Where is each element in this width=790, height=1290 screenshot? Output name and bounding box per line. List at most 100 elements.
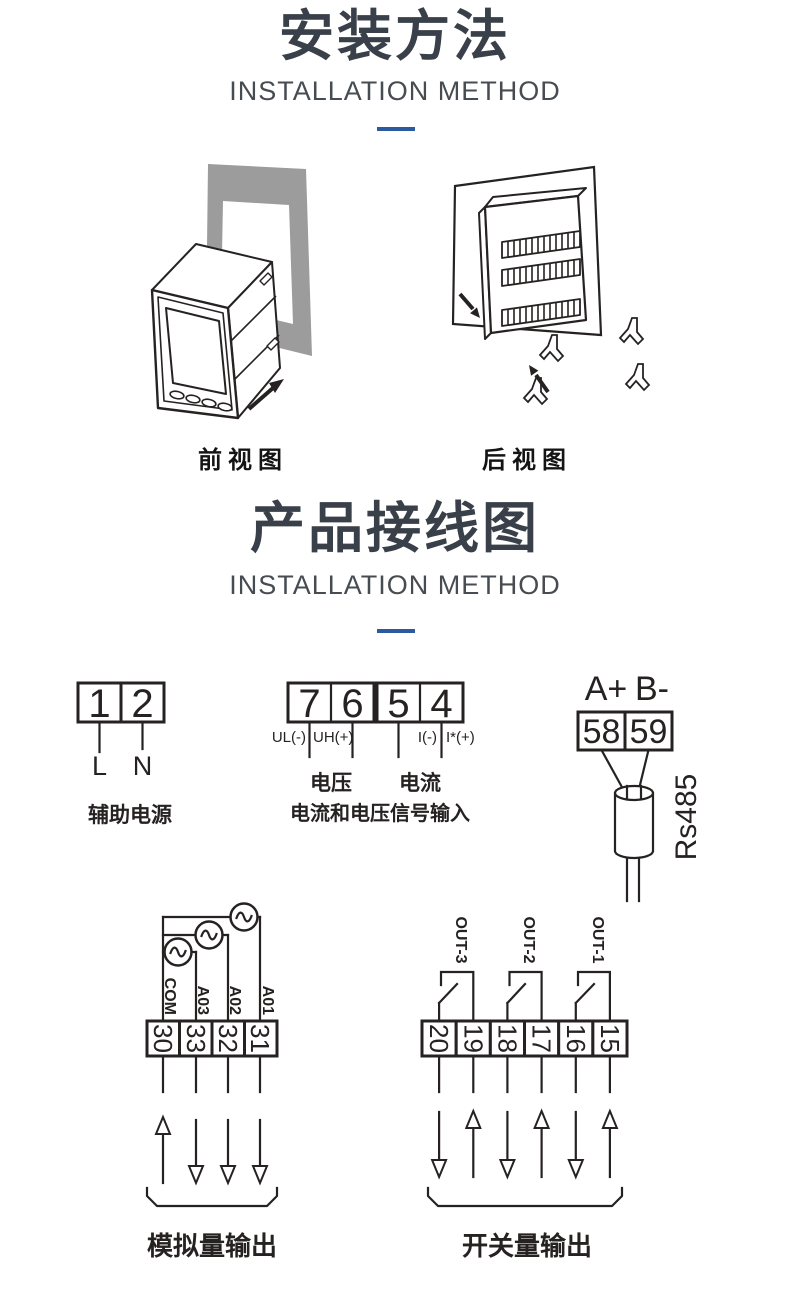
wire [600,748,650,791]
relay-contact [508,970,543,1023]
meter-front-drawing [150,243,281,420]
up-arrowhead [154,1114,172,1135]
voltage-group-label: 电压 [310,772,352,795]
clip-direction-arrow [529,365,550,394]
wire-ends [625,784,643,800]
down-arrowhead [219,1165,237,1186]
bus-label: B- [635,670,669,708]
mounting-clip [522,377,549,406]
terminal-box [591,1019,629,1058]
terminal-strip [501,230,581,259]
accent-underline [377,127,415,131]
terminal-box [119,681,166,724]
relay-blade [437,982,459,1023]
relay-contact [576,970,611,1023]
side-latch [259,272,273,286]
ac-wave-icon [169,946,187,958]
group-brace [145,1186,279,1208]
channel-label: COM [161,978,178,1015]
meter-button [201,398,217,408]
terminal-box [454,1019,492,1058]
channel-label: OUT-2 [520,916,537,963]
switch-output-caption: 开关量输出 [462,1231,592,1261]
group-brace [426,1186,624,1208]
analog-output-caption: 模拟量输出 [147,1231,277,1261]
terminal-number: 16 [561,1024,591,1053]
up-arrowhead [464,1108,482,1129]
rs485-caption: Rs485 [670,774,703,861]
signal-input-caption: 电流和电压信号输入 [290,801,470,825]
cable-top [613,784,655,802]
up-arrowhead [533,1108,551,1129]
terminal-number: 5 [387,682,409,726]
meter-button [217,402,233,412]
terminal-strip-hatches [507,259,575,286]
accent-underline [377,629,415,633]
bezel-inner-line [157,296,233,411]
terminal-strip [501,298,581,327]
insert-direction-arrow [247,379,284,411]
terminal-number: 19 [458,1024,488,1053]
switch-output-diagram: OUT-3 OUT-2 OUT-1 20 19 18 17 16 15 [420,916,629,1261]
down-arrowhead [498,1159,516,1180]
terminal-number: 18 [492,1024,522,1053]
channel-label: A01 [259,986,276,1015]
terminal-number: 59 [630,713,668,751]
relay-contact [439,970,475,1023]
down-arrowhead [251,1165,269,1186]
meter-screen [165,307,227,395]
meter-button [169,390,185,400]
wire-label: L [92,751,107,781]
wire [161,915,262,1023]
terminal-box [488,1019,527,1058]
terminal-number: 7 [298,682,320,726]
terminal-number: 6 [341,682,363,726]
terminal-number: 30 [148,1024,178,1053]
ac-wave-icon [200,929,218,941]
terminal-number: 17 [527,1024,557,1053]
analog-output-diagram: COM A03 A02 A01 30 33 32 31 [145,902,279,1261]
wire [98,720,144,754]
mounting-clips [522,317,651,406]
terminal-strip-hatches [507,299,575,326]
front-view-caption: 前视图 [198,447,288,474]
signal-input-diagram: 7 6 5 4 UL(-) UH(+) I(-) I*(+) 电压 电流 电流和… [272,681,475,825]
mounting-clip [618,317,645,346]
terminal-signal-label: I(-) [418,729,437,746]
rear-view-figure [451,165,651,406]
terminal-signal-label: UL(-) [272,729,306,746]
channel-label: A02 [226,986,243,1015]
meter-button [185,394,201,404]
terminal-number: 2 [131,682,153,726]
current-group-label: 电流 [399,771,441,795]
terminal-signal-label: UH(+) [313,729,353,746]
wire-label: N [133,751,153,781]
mounting-clip [624,363,651,392]
channel-label: OUT-3 [452,916,469,963]
terminal-number: 32 [213,1024,243,1053]
relay-blade [505,982,527,1023]
signal-direction-arrows [430,1108,619,1180]
front-view-figure [150,164,312,420]
rs485-diagram: A+ B- 58 59 Rs485 [576,670,703,903]
terminal-number: 31 [245,1024,275,1053]
wire [161,1054,262,1094]
down-arrowhead [187,1165,205,1186]
terminal-number: 33 [181,1024,211,1053]
terminal-strip [501,258,581,287]
relay-blade [574,982,596,1023]
terminal-strip-hatches [507,231,575,258]
terminal-number: 15 [595,1024,625,1053]
installation-subtitle: INSTALLATION METHOD [229,76,561,106]
ac-wave-icon [235,911,253,923]
aux-power-caption: 辅助电源 [88,803,172,827]
up-arrowhead [601,1108,619,1129]
wiring-title: 产品接线图 [249,497,540,559]
bus-label: A+ [585,670,628,708]
signal-direction-arrows [154,1114,269,1186]
terminal-box [523,1019,561,1058]
channel-label: A03 [194,986,211,1015]
terminal-number: 1 [88,682,110,726]
wire [308,720,443,759]
